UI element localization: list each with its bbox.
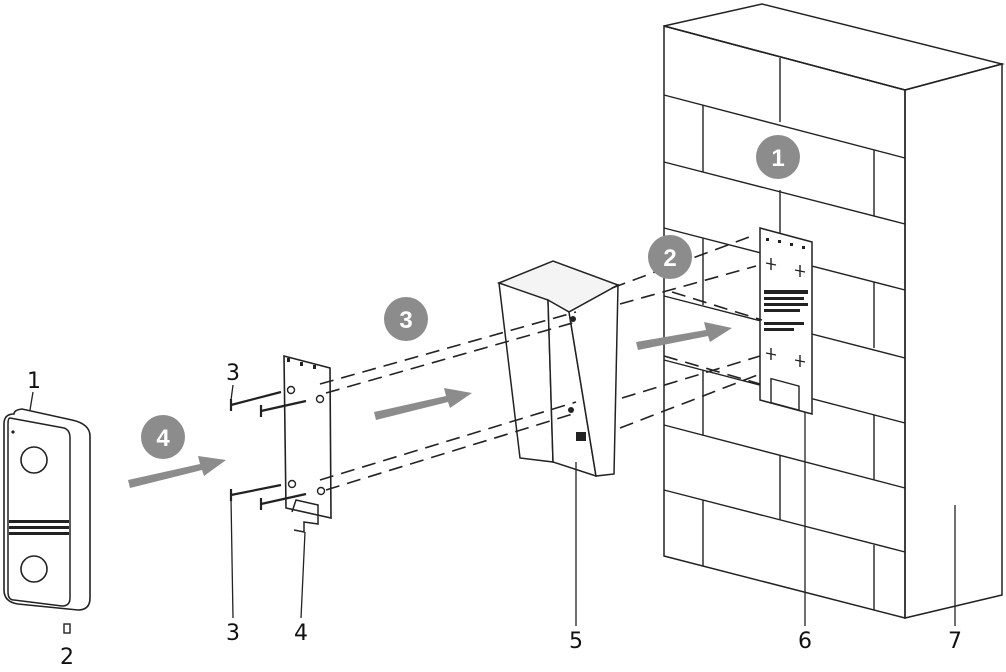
speaker-grille xyxy=(9,520,69,535)
hood-screw-hole-bottom xyxy=(568,407,574,413)
call-button-icon xyxy=(20,555,48,583)
right-arrow-icon xyxy=(636,322,732,350)
step-badge-4: 4 xyxy=(141,415,185,459)
part-label-2: 2 xyxy=(60,645,74,670)
template-sticker xyxy=(759,227,813,415)
right-arrow-icon xyxy=(374,388,472,420)
screws-top xyxy=(229,390,307,417)
circle-badge-icon xyxy=(648,235,692,279)
leader-lines xyxy=(29,384,956,626)
part-label-1: 1 xyxy=(27,369,41,394)
part-label-3-bottom: 3 xyxy=(226,621,240,646)
door-station-device xyxy=(3,408,91,611)
rain-hood xyxy=(497,260,620,478)
step-badge-3: 3 xyxy=(384,297,428,341)
circle-badge-icon xyxy=(141,415,185,459)
plate-hole-2 xyxy=(315,394,325,404)
plate-hole-1 xyxy=(286,385,296,395)
part-label-4: 4 xyxy=(294,621,308,646)
svg-text:1: 1 xyxy=(771,145,784,172)
circle-badge-icon xyxy=(756,135,800,179)
part-label-5: 5 xyxy=(569,629,583,654)
part-label-6: 6 xyxy=(798,629,812,654)
step-badge-1: 1 xyxy=(756,135,800,179)
hood-screw-hole-top xyxy=(570,316,576,322)
svg-text:2: 2 xyxy=(663,245,676,272)
template-crosshair-icon xyxy=(765,258,806,367)
wall xyxy=(663,3,1005,619)
camera-lens-icon xyxy=(20,446,48,474)
svg-text:3: 3 xyxy=(399,307,412,334)
screw-small-icon xyxy=(63,623,71,634)
plate-hole-3 xyxy=(287,479,297,489)
part-label-3-top: 3 xyxy=(226,361,240,386)
plate-hook xyxy=(291,499,319,533)
plate-hole-4 xyxy=(316,486,326,496)
part-label-7: 7 xyxy=(948,629,962,654)
mount-plate xyxy=(283,354,332,533)
right-arrow-icon xyxy=(128,456,226,488)
circle-badge-icon xyxy=(384,297,428,341)
svg-text:4: 4 xyxy=(156,425,170,452)
template-cutout xyxy=(770,377,800,411)
template-text-block xyxy=(764,238,808,331)
alignment-lines xyxy=(319,235,763,491)
hood-slot xyxy=(576,432,586,441)
step-badge-2: 2 xyxy=(648,235,692,279)
